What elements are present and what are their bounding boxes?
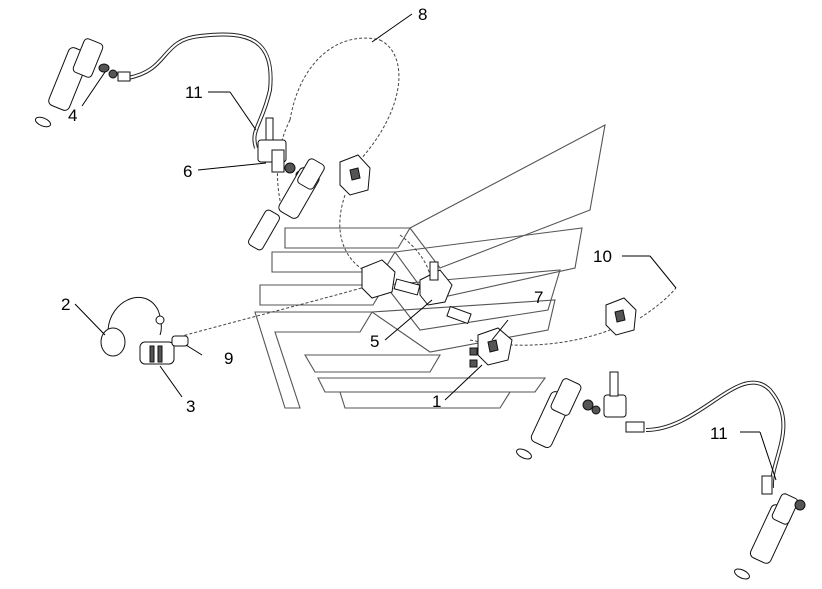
hydraulic-cylinder-upper-left (34, 38, 118, 128)
dust-cap (100, 297, 165, 357)
hydraulic-cylinder-upper-center (248, 158, 325, 251)
callout-11-lower: 11 (710, 424, 728, 443)
callout-3: 3 (186, 397, 195, 416)
callout-9: 9 (224, 349, 233, 368)
tee-fitting-upper (257, 139, 305, 180)
callout-11-upper: 11 (185, 83, 203, 102)
clamp-block-upper (339, 154, 371, 196)
callout-5: 5 (370, 332, 379, 351)
hydraulic-cylinder-lower-right (734, 493, 806, 580)
callout-1: 1 (432, 392, 441, 411)
callout-2: 2 (61, 295, 70, 314)
callout-7: 7 (534, 288, 543, 307)
callout-10: 10 (593, 247, 612, 266)
hydraulic-hose-lower (645, 380, 786, 495)
callout-8: 8 (418, 5, 427, 24)
hydraulic-cylinder-lower-left (516, 378, 601, 460)
hydraulic-hose-upper (117, 32, 274, 149)
valve-block-center (361, 259, 472, 325)
tee-fitting-lower (603, 371, 645, 433)
callout-labels: 8 11 4 6 2 9 3 5 7 1 10 11 (61, 5, 728, 443)
clamp-block-right (469, 327, 513, 368)
clamp-block-lower-right (605, 297, 637, 336)
callout-4: 4 (68, 106, 77, 125)
leader-lines (74, 13, 777, 481)
callout-6: 6 (183, 162, 192, 181)
quick-coupler (139, 335, 189, 365)
